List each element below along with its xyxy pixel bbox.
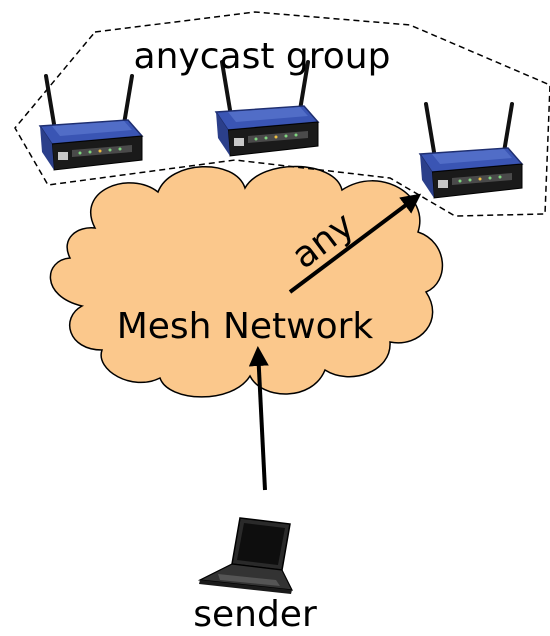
arrow-network-to-router (288, 193, 422, 294)
arrow-sender-to-network (248, 346, 269, 491)
wireless-router-icon (38, 74, 144, 172)
mesh-network-cloud (49, 165, 443, 398)
wireless-router-icon (418, 102, 524, 200)
anycast-group-boundary (14, 11, 550, 217)
anycast-group-label: anycast group (134, 36, 391, 77)
laptop-icon (197, 517, 294, 594)
sender-label: sender (193, 594, 317, 635)
mesh-network-label: Mesh Network (117, 306, 374, 347)
